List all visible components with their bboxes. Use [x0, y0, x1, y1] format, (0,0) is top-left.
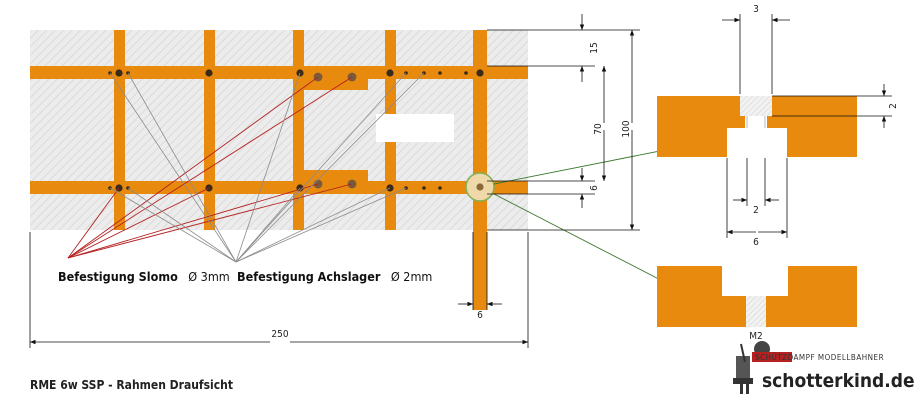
dim-70: 70 [593, 123, 604, 135]
frame-cutout [376, 114, 454, 142]
frame-top-bar [30, 66, 528, 79]
frame-crossbar-3 [293, 30, 304, 230]
label-m2: M2 [749, 331, 763, 342]
dim-250: 250 [271, 329, 288, 340]
detail-top-dimensions [722, 14, 892, 238]
axle-pad-top [298, 72, 368, 90]
label-slomo-name: Befestigung Slomo [58, 269, 178, 284]
brand-logo: SCHÜTZDAMPF MODELLBAHNER schotterkind.de [733, 341, 915, 394]
dim-15: 15 [589, 42, 600, 53]
dim-2-hole: 2 [753, 205, 759, 216]
frame-crossbar-1 [114, 30, 125, 230]
dim-6-right: 6 [589, 185, 600, 191]
frame-tail [473, 230, 487, 310]
slomo-hole [386, 69, 394, 77]
detail-section-bottom [657, 266, 857, 327]
axle-pad-bottom [298, 170, 368, 188]
detail-hole [476, 183, 484, 191]
achslager-hole [422, 186, 426, 190]
frame-crossbar-2 [204, 30, 215, 230]
dim-6-detail: 6 [753, 237, 759, 248]
label-slomo: Befestigung Slomo Ø 3mm [58, 268, 230, 285]
label-achslager: Befestigung Achslager Ø 2mm [237, 268, 432, 285]
detail-section-top [657, 96, 857, 157]
slomo-hole [476, 69, 484, 77]
achslager-leaders [109, 72, 425, 263]
slomo-hole [115, 69, 123, 77]
slomo-hole [205, 69, 213, 77]
dim-3: 3 [753, 4, 759, 15]
logo-wordmark: schotterkind.de [762, 370, 915, 392]
label-achslager-name: Befestigung Achslager [237, 269, 381, 284]
logo-tagline: SCHÜTZDAMPF MODELLBAHNER [755, 352, 884, 362]
achslager-hole [438, 186, 442, 190]
frame-bottom-bar [30, 181, 528, 194]
slomo-leaders [67, 76, 353, 259]
achslager-hole [464, 71, 468, 75]
achslager-hole [438, 71, 442, 75]
label-achslager-size: Ø 2mm [391, 269, 433, 284]
dim-6-bottom: 6 [477, 310, 483, 321]
frame-dimensions [29, 14, 640, 348]
dim-2-side: 2 [888, 103, 899, 109]
detail-leaders [493, 146, 681, 291]
logo-brand-box [752, 352, 792, 362]
label-slomo-size: Ø 3mm [188, 269, 230, 284]
frame-plan [30, 30, 528, 310]
dim-100: 100 [621, 120, 632, 137]
drawing-title: RME 6w SSP - Rahmen Draufsicht [30, 378, 233, 392]
